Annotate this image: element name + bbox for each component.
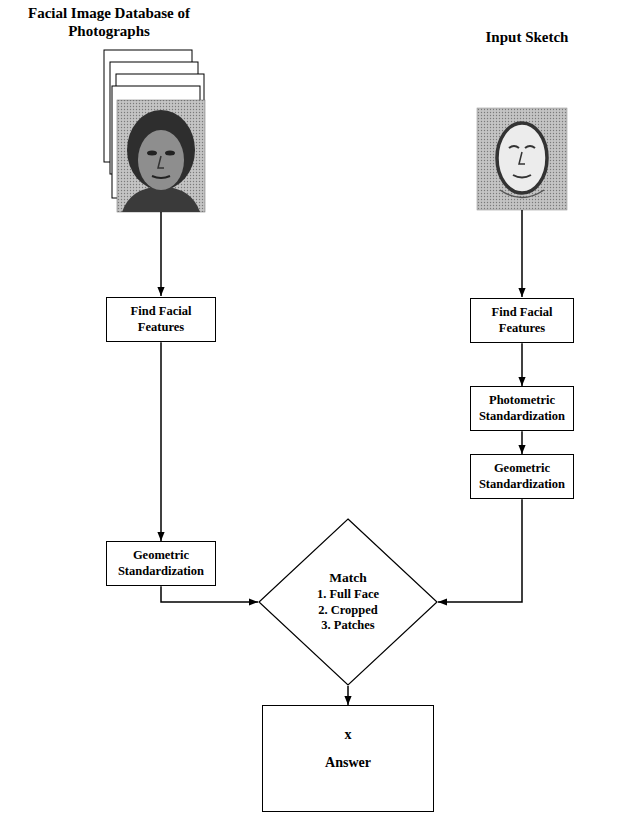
flow-arrow bbox=[161, 586, 258, 602]
input-arrow bbox=[160, 212, 162, 296]
node-heading: Find Facial Features bbox=[112, 304, 210, 335]
sketch-image bbox=[477, 108, 567, 210]
process-box: Find Facial Features bbox=[106, 297, 216, 342]
database-title: Facial Image Database of Photographs bbox=[4, 4, 214, 40]
node-heading: Geometric Standardization bbox=[476, 461, 568, 492]
diamond-shape bbox=[259, 519, 437, 685]
flow-arrow bbox=[347, 686, 349, 705]
face-photo bbox=[117, 100, 205, 212]
node-heading: Find Facial Features bbox=[476, 305, 568, 336]
hair bbox=[127, 110, 195, 190]
process-box: Geometric Standardization bbox=[106, 541, 216, 586]
node-text: 2. Cropped bbox=[318, 603, 378, 619]
nose bbox=[158, 156, 164, 168]
sketch-chin bbox=[500, 190, 544, 198]
eye bbox=[165, 151, 175, 156]
face bbox=[138, 130, 184, 190]
sketch-title: Input Sketch bbox=[462, 28, 592, 46]
process-box: Photometric Standardization bbox=[470, 386, 574, 431]
result-box: xAnswer bbox=[262, 705, 434, 812]
sketch-mouth bbox=[513, 175, 531, 178]
flow-arrow bbox=[521, 343, 523, 386]
sketch-eye bbox=[509, 146, 519, 148]
process-box: Find Facial Features bbox=[470, 298, 574, 343]
sketch-face bbox=[497, 123, 547, 193]
node-heading: x bbox=[268, 726, 428, 744]
decision-diamond: Match1. Full Face2. Cropped3. Patches bbox=[258, 518, 438, 686]
mouth bbox=[152, 176, 170, 178]
node-text: Answer bbox=[268, 754, 428, 772]
sketch-frame bbox=[477, 108, 567, 210]
diamond-outline bbox=[258, 518, 438, 686]
flow-arrow bbox=[521, 431, 523, 454]
node-text: 1. Full Face bbox=[317, 587, 379, 603]
photo-stack bbox=[104, 50, 205, 212]
eye bbox=[147, 151, 157, 156]
node-text: 3. Patches bbox=[321, 618, 374, 634]
node-heading: Match bbox=[329, 570, 367, 587]
flow-arrow bbox=[438, 499, 522, 602]
node-heading: Geometric Standardization bbox=[112, 548, 210, 579]
sketch-nose bbox=[519, 152, 525, 164]
connectors bbox=[161, 342, 522, 705]
flow-arrow bbox=[160, 342, 162, 541]
input-arrow bbox=[521, 210, 523, 297]
sketch-eye bbox=[525, 146, 535, 148]
process-box: Geometric Standardization bbox=[470, 454, 574, 499]
node-heading: Photometric Standardization bbox=[476, 393, 568, 424]
